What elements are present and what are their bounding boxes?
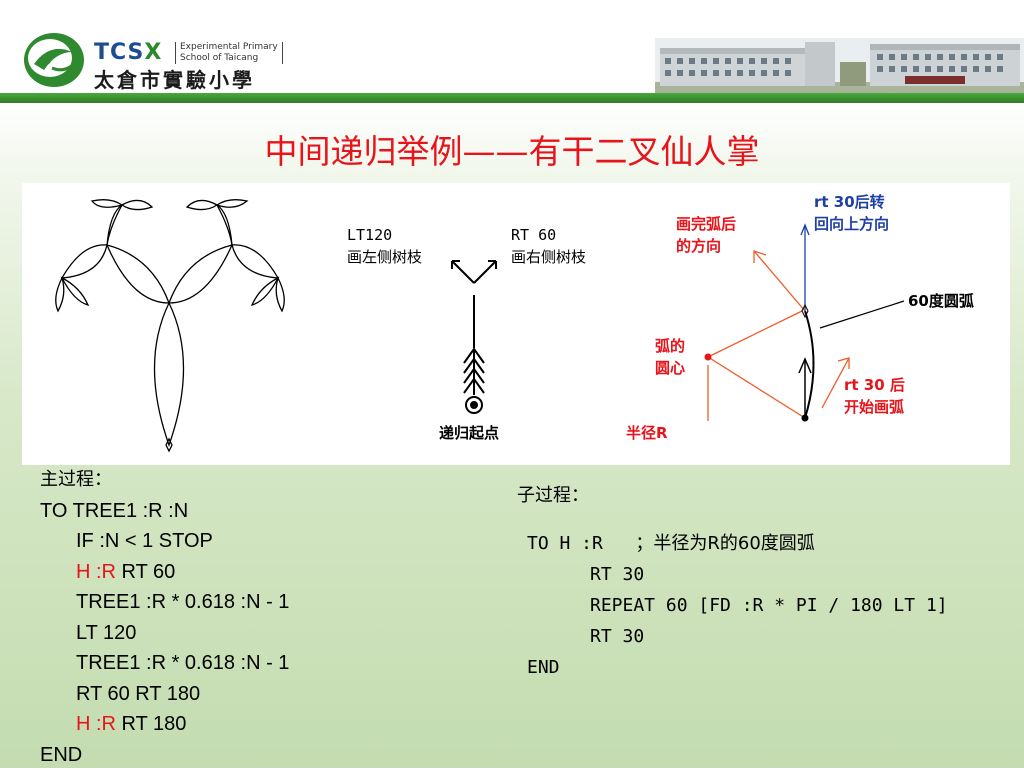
campus-building-photo	[655, 38, 1024, 94]
code-line: RT 30	[527, 621, 948, 652]
rt-command-label: RT 60	[511, 226, 556, 244]
code-text: RT 180	[116, 713, 186, 735]
main-procedure-code: 主过程： TO TREE1 :R :N IF :N < 1 STOP H :R …	[40, 465, 289, 770]
code-comment: 半径为R的60度圆弧	[653, 533, 814, 554]
code-line: H :R RT 60	[40, 557, 289, 588]
code-text: RT 60	[116, 561, 175, 583]
cactus-drawing	[56, 200, 285, 451]
code-line: IF :N < 1 STOP	[40, 526, 289, 557]
lt-note-label: 画左侧树枝	[347, 248, 422, 266]
arc-done-label: 画完弧后	[676, 215, 736, 233]
logo-wordmark: TCSX	[94, 40, 162, 65]
arc-center-label-2: 圆心	[655, 359, 685, 377]
sixty-degree-arc-label: 60度圆弧	[908, 292, 974, 310]
arc-center-label: 弧的	[655, 337, 685, 355]
code-line: TO TREE1 :R :N	[40, 496, 289, 527]
turn-back-label: rt 30后转	[814, 193, 885, 211]
code-line: H :R RT 180	[40, 709, 289, 740]
code-text: TO H :R ；	[527, 533, 653, 554]
code-line: END	[40, 740, 289, 770]
header-green-bar	[0, 93, 1024, 103]
arc-done-label-2: 的方向	[676, 237, 721, 255]
code-line: REPEAT 60 [FD :R * PI / 180 LT 1]	[527, 590, 948, 621]
figure-canvas: LT120 画左侧树枝 RT 60 画右侧树枝 递归起点	[22, 183, 1010, 465]
code-line: LT 120	[40, 618, 289, 649]
logo-english-name: Experimental Primary School of Taicang	[175, 42, 283, 64]
slide-body: 中间递归举例——有干二叉仙人掌	[0, 103, 1024, 768]
logo-english-line: Experimental Primary	[180, 42, 278, 53]
sub-procedure-heading: 子过程：	[517, 481, 589, 507]
main-procedure-heading: 主过程：	[40, 465, 289, 496]
begin-arc-label-2: 开始画弧	[844, 398, 904, 416]
begin-arc-label: rt 30 后	[844, 376, 905, 394]
slide-title: 中间递归举例——有干二叉仙人掌	[0, 125, 1024, 173]
logo-chinese-name: 太倉市實驗小學	[94, 64, 255, 93]
turn-back-label-2: 回向上方向	[814, 215, 889, 233]
code-line: TO H :R ；半径为R的60度圆弧	[527, 528, 948, 559]
recursion-start-label: 递归起点	[439, 424, 499, 442]
cactus-tree-figure: LT120 画左侧树枝 RT 60 画右侧树枝 递归起点	[22, 183, 1010, 465]
branch-diagram	[452, 261, 496, 413]
code-line: RT 30	[527, 559, 948, 590]
code-line: TREE1 :R * 0.618 :N - 1	[40, 648, 289, 679]
radius-label: 半径R	[626, 424, 668, 442]
lt-command-label: LT120	[347, 226, 392, 244]
rt-note-label: 画右侧树枝	[511, 248, 586, 266]
logo-wordmark-x: X	[144, 40, 162, 65]
slide-header: TCSX Experimental Primary School of Taic…	[0, 0, 1024, 98]
subcall-highlight: H :R	[76, 561, 116, 583]
logo-english-line: School of Taicang	[180, 53, 278, 64]
school-emblem-icon	[22, 30, 86, 90]
code-line: TREE1 :R * 0.618 :N - 1	[40, 587, 289, 618]
sub-procedure-code: TO H :R ；半径为R的60度圆弧 RT 30 REPEAT 60 [FD …	[527, 528, 948, 683]
subcall-highlight: H :R	[76, 713, 116, 735]
code-line: END	[527, 652, 948, 683]
code-line: RT 60 RT 180	[40, 679, 289, 710]
